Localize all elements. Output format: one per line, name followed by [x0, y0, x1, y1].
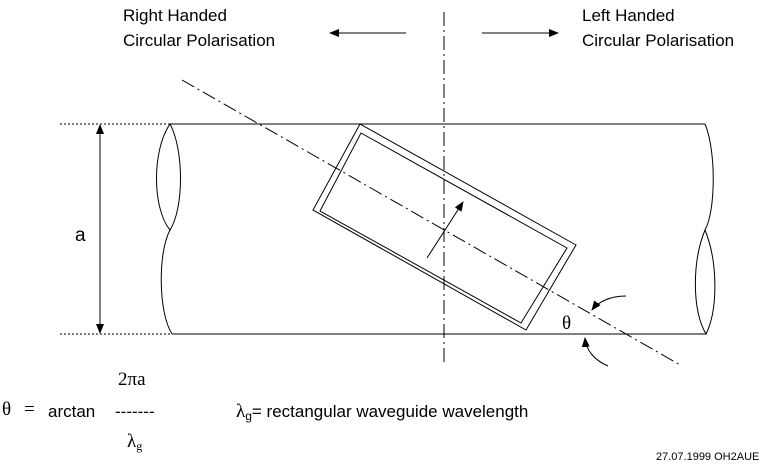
footer-credit: 27.07.1999 OH2AUE [656, 451, 760, 463]
left-handed-label-line1: Left Handed [582, 6, 675, 25]
right-handed-label-line2: Circular Polarisation [123, 31, 276, 50]
angle-arrow-upper [591, 295, 627, 311]
angle-arrow-lower [581, 337, 609, 367]
circular-waveguide [156, 123, 716, 336]
left-handed-label-line2: Circular Polarisation [582, 31, 735, 50]
rectangular-waveguide-outer [312, 123, 577, 331]
field-vector-arrow [426, 201, 464, 259]
waveguide-right-end-curve [704, 123, 714, 231]
formula-numerator: 2πa [118, 369, 146, 390]
formula-denominator: λg [127, 431, 143, 453]
waveguide-left-end-ellipse [156, 123, 181, 231]
waveguide-left-end-curve [160, 229, 173, 335]
formula-theta: θ [2, 399, 12, 420]
waveguide-right-end-ellipse [694, 228, 716, 336]
dimension-label-a: a [75, 225, 86, 246]
right-handed-label-line1: Right Handed [123, 6, 227, 25]
formula-fraction-bar: ------- [115, 402, 155, 421]
rectangular-waveguide-inner [319, 132, 568, 324]
angle-label-theta: θ [562, 313, 572, 334]
wavelength-definition: λg= rectangular waveguide wavelength [236, 401, 529, 423]
tilted-axis-line [181, 79, 683, 367]
formula-function: arctan [48, 402, 96, 421]
formula-equals: = [24, 399, 35, 420]
